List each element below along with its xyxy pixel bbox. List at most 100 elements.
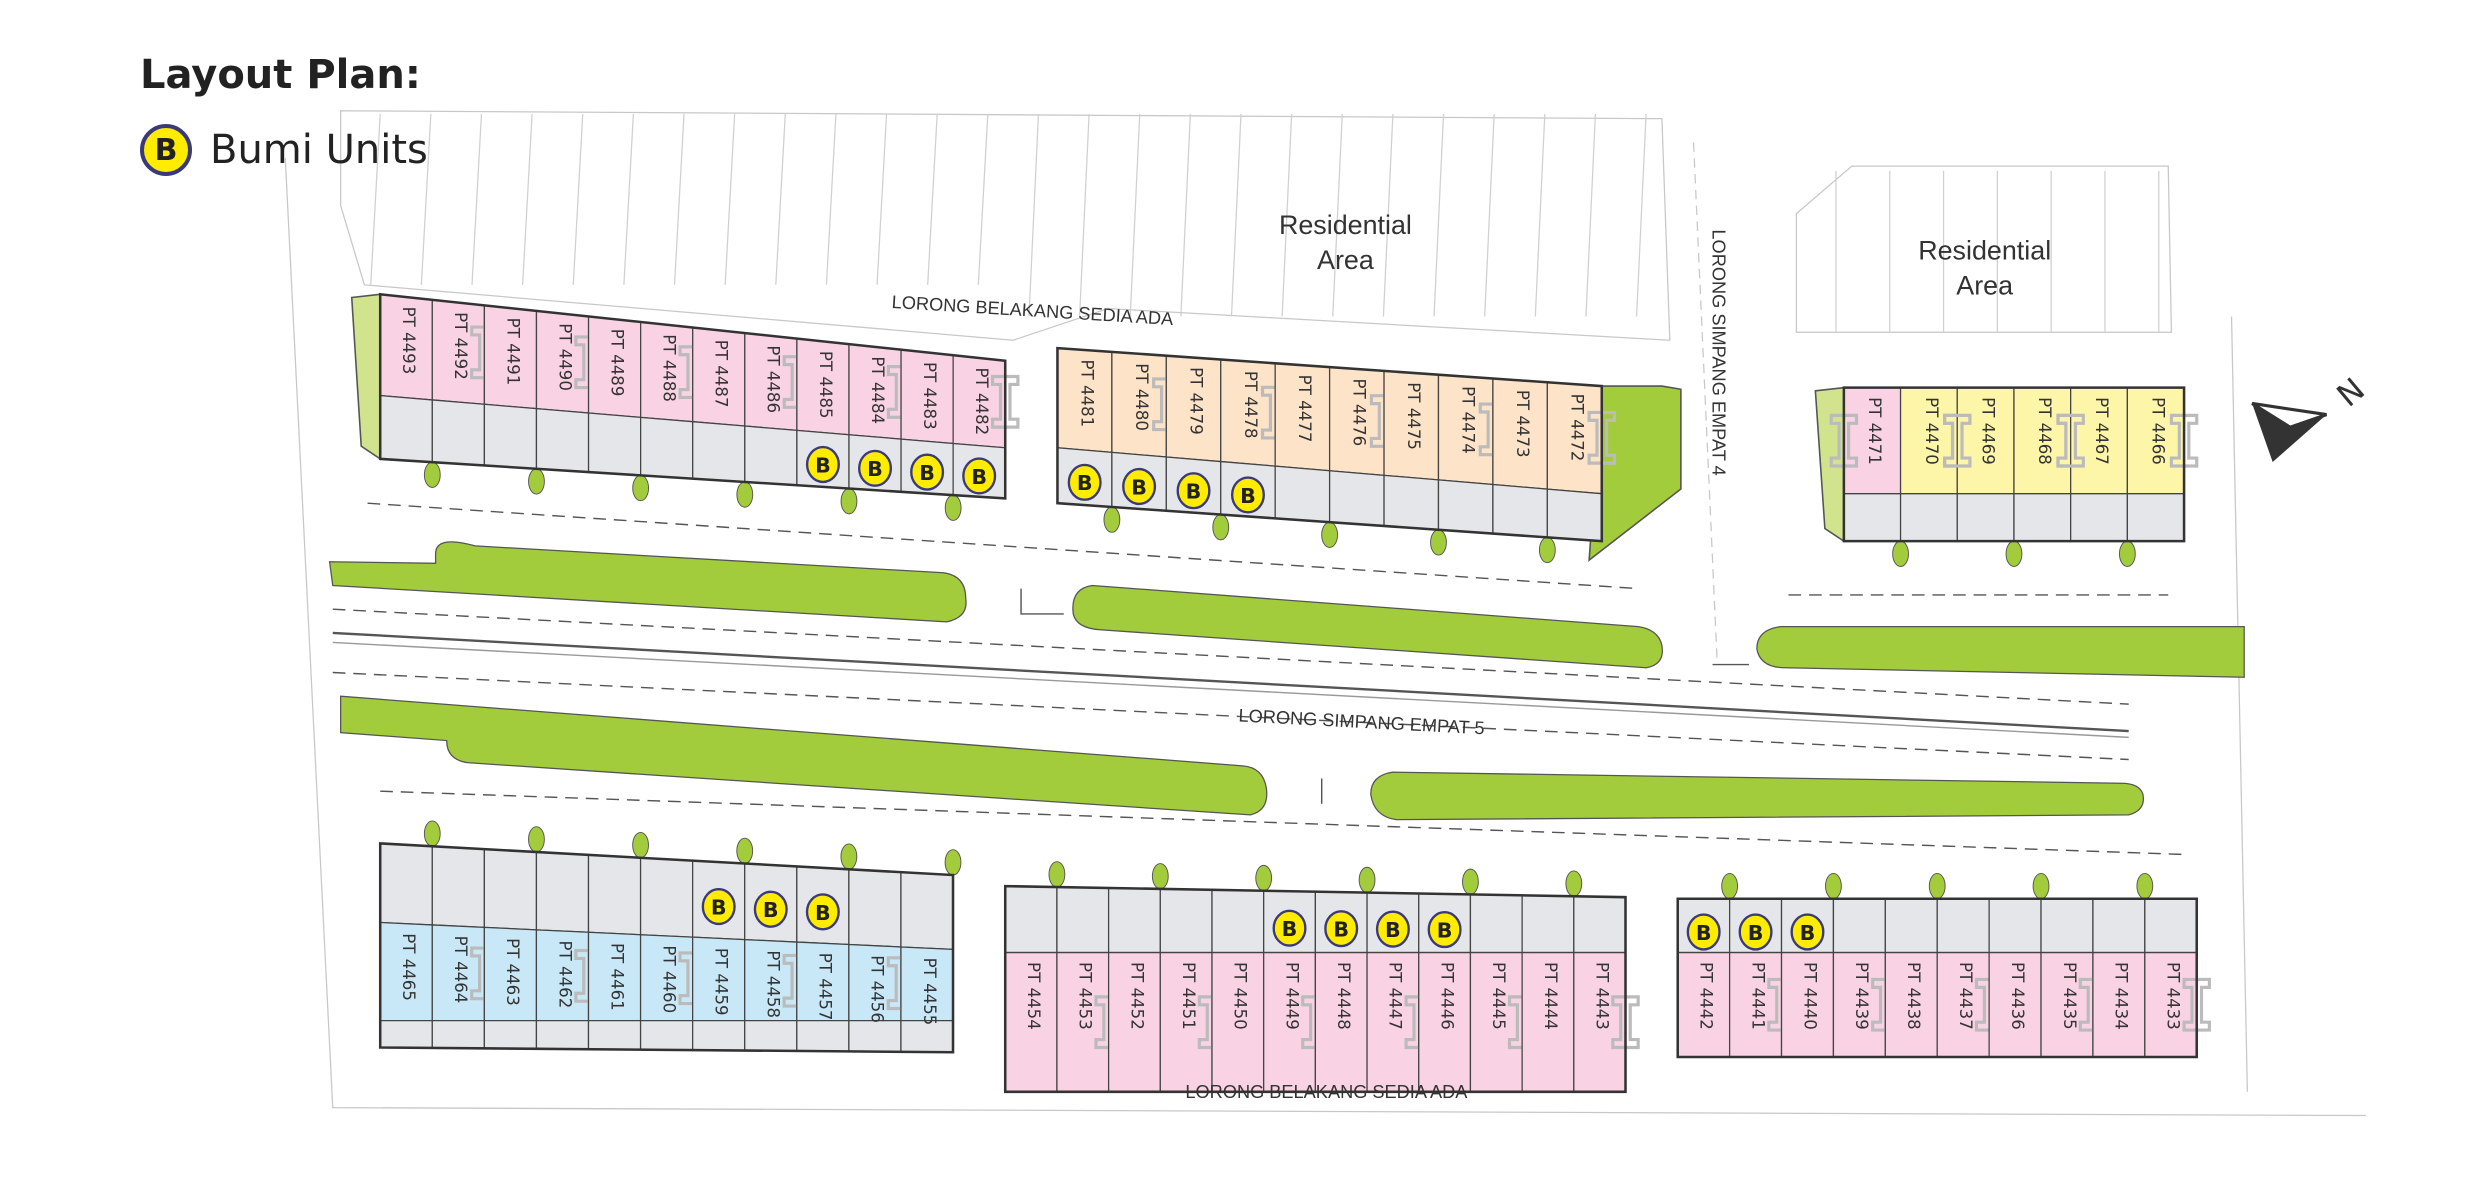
lot-4454[interactable]: PT 4454 xyxy=(1004,861,1066,1093)
lot-4463[interactable]: PT 4463 xyxy=(483,826,545,1050)
bumi-badge-icon: B xyxy=(1324,910,1359,948)
lot-4467[interactable]: PT 4467 xyxy=(2056,387,2136,567)
lot-4476[interactable]: PT 4476 xyxy=(1328,366,1399,527)
lot-4465[interactable]: PT 4465 xyxy=(379,820,441,1049)
lot-4461[interactable]: PT 4461 xyxy=(587,831,649,1051)
lot-4452[interactable]: PT 4452 xyxy=(1107,863,1169,1093)
lot-4436[interactable]: PT 4436 xyxy=(1988,872,2050,1058)
green-medians xyxy=(328,541,2245,821)
lot-4488[interactable]: PT 4488 xyxy=(640,321,707,480)
lot-4486[interactable]: PT 4486 xyxy=(744,332,812,486)
lot-4451[interactable]: PT 4451 xyxy=(1159,888,1227,1093)
lot-yard xyxy=(1573,895,1627,954)
lot-label: PT 4452 xyxy=(1127,962,1146,1030)
tree-icon xyxy=(1892,540,1909,567)
lot-4466[interactable]: PT 4466 xyxy=(2126,387,2199,542)
tree-icon xyxy=(1151,863,1169,890)
lot-4464[interactable]: PT 4464 xyxy=(431,845,499,1050)
lot-4462[interactable]: PT 4462 xyxy=(535,851,603,1050)
lot-yard xyxy=(1546,488,1603,542)
tree-icon xyxy=(944,494,962,521)
tree-icon xyxy=(2005,540,2023,567)
lot-yard xyxy=(483,403,538,470)
lot-4460[interactable]: PT 4460 xyxy=(639,857,707,1051)
plot-line xyxy=(1332,113,1343,317)
tree-icon xyxy=(1928,872,1946,900)
lot-4438[interactable]: PT 4438 xyxy=(1884,872,1946,1058)
lot-4444[interactable]: PT 4444 xyxy=(1521,870,1583,1093)
lot-yard xyxy=(1107,887,1161,954)
bumi-badge-icon: B xyxy=(1176,472,1211,510)
lot-yard xyxy=(1936,898,1990,954)
lot-4475[interactable]: PT 4475 xyxy=(1383,370,1447,556)
lot-yard xyxy=(2126,493,2185,542)
tree-icon xyxy=(1430,529,1447,556)
lot-4453[interactable]: PT 4453 xyxy=(1056,886,1123,1093)
plot-line xyxy=(521,113,533,285)
lot-4471[interactable]: PT 4471 xyxy=(1829,387,1909,567)
house-footprint-icon xyxy=(1943,413,1972,468)
legend: B Bumi Units xyxy=(140,124,428,176)
lot-4487[interactable]: PT 4487 xyxy=(692,326,754,508)
lot-label: PT 4482 xyxy=(972,367,991,435)
lot-label: PT 4493 xyxy=(399,307,418,375)
lot-label: PT 4479 xyxy=(1186,367,1205,435)
lot-4433[interactable]: PT 4433 xyxy=(2144,898,2211,1058)
lot-4450[interactable]: PT 4450 xyxy=(1211,864,1273,1093)
svg-text:B: B xyxy=(1800,921,1816,945)
lot-4490[interactable]: PT 4490 xyxy=(535,310,603,473)
lot-back xyxy=(587,1019,642,1051)
lot-4437[interactable]: PT 4437 xyxy=(1936,898,2004,1058)
lot-yard xyxy=(1004,885,1058,954)
bumi-badge-icon: B xyxy=(805,893,840,931)
lot-back xyxy=(848,1019,902,1053)
lot-label: PT 4444 xyxy=(1541,962,1560,1030)
lot-4434[interactable]: PT 4434 xyxy=(2092,872,2154,1058)
lot-4473[interactable]: PT 4473 xyxy=(1492,377,1556,564)
lot-4469[interactable]: PT 4469 xyxy=(1943,387,2023,567)
lot-back xyxy=(535,1019,590,1050)
lot-4474[interactable]: PT 4474 xyxy=(1437,374,1508,535)
lot-label: PT 4463 xyxy=(503,938,522,1006)
lot-4445[interactable]: PT 4445 xyxy=(1469,893,1537,1093)
tree-icon xyxy=(1358,866,1376,894)
lot-4489[interactable]: PT 4489 xyxy=(587,315,650,502)
lot-label: PT 4462 xyxy=(555,941,574,1009)
tree-icon xyxy=(1825,872,1842,900)
lot-4455[interactable]: PT 4455 xyxy=(900,849,962,1053)
tree-icon xyxy=(2032,872,2050,900)
plot-line xyxy=(1180,113,1191,317)
lot-yard xyxy=(431,845,485,929)
tree-icon xyxy=(944,849,962,876)
lot-yard xyxy=(900,871,954,951)
svg-text:B: B xyxy=(1282,917,1298,941)
road-label-main: LORONG SIMPANG EMPAT 5 xyxy=(1238,705,1485,738)
road-label-bottom: LORONG BELAKANG SEDIA ADA xyxy=(1185,1082,1468,1102)
lot-label: PT 4446 xyxy=(1437,962,1456,1030)
lot-label: PT 4468 xyxy=(2035,397,2054,465)
lot-label: PT 4461 xyxy=(607,943,626,1011)
bumi-badge-icon: B xyxy=(858,449,893,487)
lot-label: PT 4484 xyxy=(868,356,887,424)
lot-4443[interactable]: PT 4443 xyxy=(1573,895,1640,1093)
lot-yard xyxy=(639,857,694,938)
lot-4456[interactable]: PT 4456 xyxy=(848,868,916,1053)
plot-line xyxy=(623,113,635,285)
lot-4439[interactable]: PT 4439 xyxy=(1832,898,1900,1058)
plot-line xyxy=(927,113,938,285)
plot-line xyxy=(775,113,786,285)
